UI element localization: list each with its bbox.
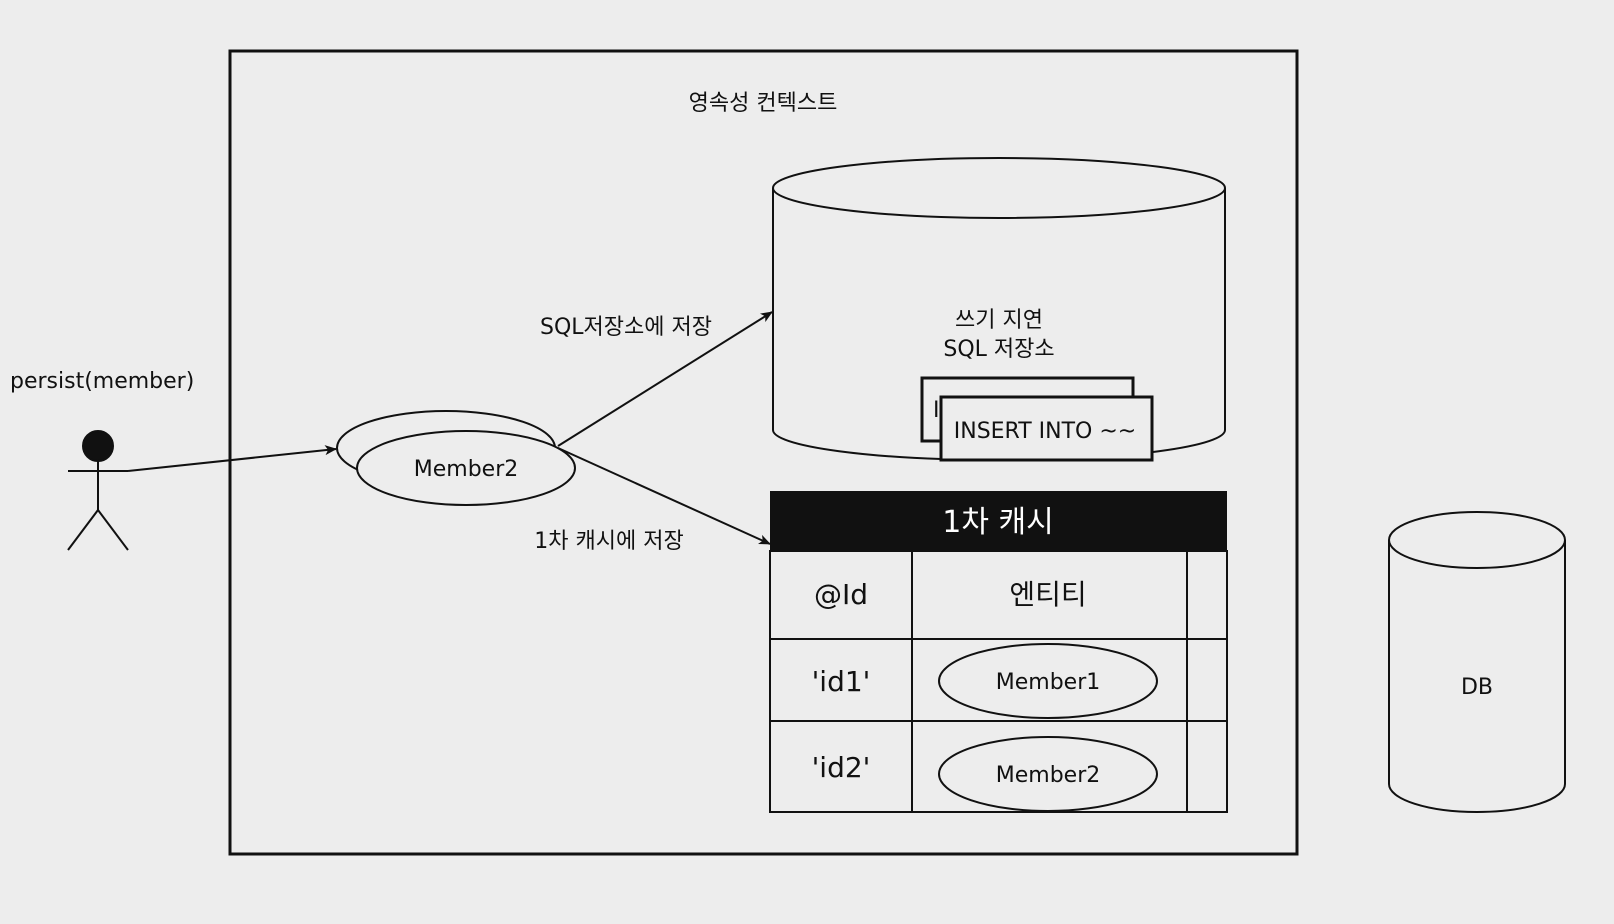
- cache-col-entity: 엔티티: [1009, 578, 1086, 611]
- cache-header: [770, 491, 1227, 551]
- cache-arrow-label: 1차 캐시에 저장: [534, 529, 683, 554]
- cache-row-1-entity: Member1: [996, 670, 1101, 695]
- sql-query-front-text: INSERT INTO ~~: [954, 419, 1137, 444]
- sql-store-title-line2: SQL 저장소: [943, 337, 1054, 362]
- entity-ellipse-front: [356, 430, 576, 506]
- entity-in-flight-label: Member2: [414, 457, 519, 482]
- db-cylinder: [1388, 511, 1566, 813]
- persistence-context-box: [228, 49, 1299, 856]
- actor-left-leg: [67, 509, 99, 551]
- actor-stick-figure: [67, 430, 129, 551]
- cache-table-grid: [769, 550, 1228, 813]
- cache-arrow: [557, 447, 771, 545]
- cache-row-1-entity-ellipse: [938, 643, 1158, 719]
- cache-row-2-entity: Member2: [996, 763, 1101, 788]
- cache-row-2-entity-ellipse: [938, 736, 1158, 812]
- sql-store-arrow-label: SQL저장소에 저장: [540, 315, 712, 340]
- actor-right-leg: [97, 509, 129, 551]
- actor-label: persist(member): [10, 369, 194, 394]
- cache-col-id: @Id: [814, 578, 868, 611]
- cache-row-2-id: 'id2': [812, 751, 871, 784]
- cache-title: 1차 캐시: [942, 505, 1053, 540]
- sql-store-arrow: [557, 311, 773, 447]
- sql-query-back-text: I: [933, 398, 940, 423]
- cache-row-1-id: 'id1': [812, 665, 871, 698]
- db-label: DB: [1461, 675, 1493, 700]
- sql-store-title-line1: 쓰기 지연: [955, 308, 1043, 333]
- sql-query-box-front: [939, 395, 1154, 462]
- actor-head: [82, 430, 114, 462]
- persist-arrow: [127, 445, 337, 472]
- persistence-context-title: 영속성 컨텍스트: [689, 91, 838, 116]
